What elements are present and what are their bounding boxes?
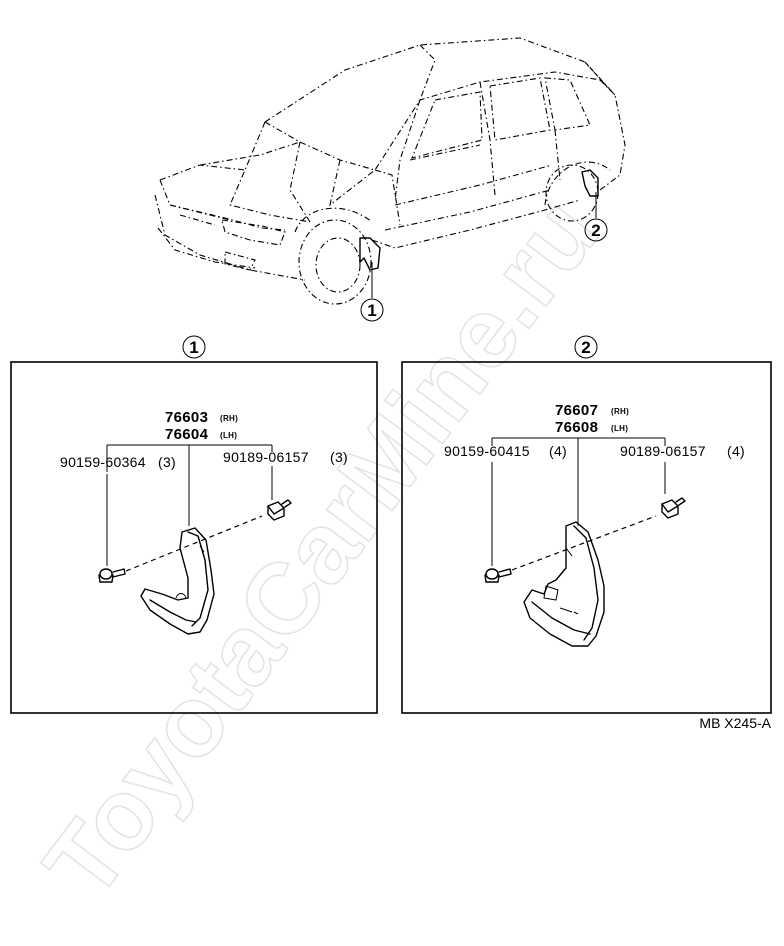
mud-flap-front-icon: [140, 527, 215, 635]
side-label-lh: (LH): [220, 431, 237, 440]
part-number-rh: 76607: [555, 402, 598, 419]
part-number-lh: 76604: [165, 426, 209, 443]
watermark: ToyotaCarMine.ru: [23, 178, 620, 918]
screw-part-number: 90159-60364: [60, 454, 146, 470]
clip-quantity: (3): [330, 449, 348, 465]
clip-quantity: (4): [727, 443, 745, 459]
side-label-rh: (RH): [220, 414, 238, 423]
screw-icon: [484, 568, 512, 583]
panel-2-title: 2: [581, 338, 590, 357]
part-number-rh: 76603: [165, 409, 208, 426]
panel-rear-mudguard: 2 76607 (RH) 76608 (LH) 90159-60415 (4) …: [401, 335, 772, 714]
callout-1: 1: [360, 262, 384, 322]
side-label-rh: (RH): [611, 407, 629, 416]
diagram-code: MB X245-A: [699, 715, 771, 731]
screw-quantity: (4): [549, 443, 567, 459]
part-number-lh: 76608: [555, 419, 598, 436]
side-label-lh: (LH): [611, 424, 628, 433]
callout-2: 2: [584, 192, 608, 242]
panel-front-mudguard: 1 76603 (RH) 76604 (LH) 90159-60364 (3) …: [10, 335, 378, 714]
screw-icon: [98, 568, 126, 583]
screw-part-number: 90159-60415: [444, 443, 530, 459]
clip-part-number: 90189-06157: [620, 443, 706, 459]
clip-part-number: 90189-06157: [223, 449, 309, 465]
mud-flap-rear-icon: [523, 521, 605, 647]
car-illustration: [154, 37, 626, 305]
svg-text:2: 2: [591, 221, 600, 240]
clip-icon: [661, 497, 686, 519]
clip-icon: [267, 499, 292, 521]
screw-quantity: (3): [158, 454, 176, 470]
svg-text:1: 1: [367, 301, 376, 320]
panel-1-title: 1: [189, 338, 198, 357]
